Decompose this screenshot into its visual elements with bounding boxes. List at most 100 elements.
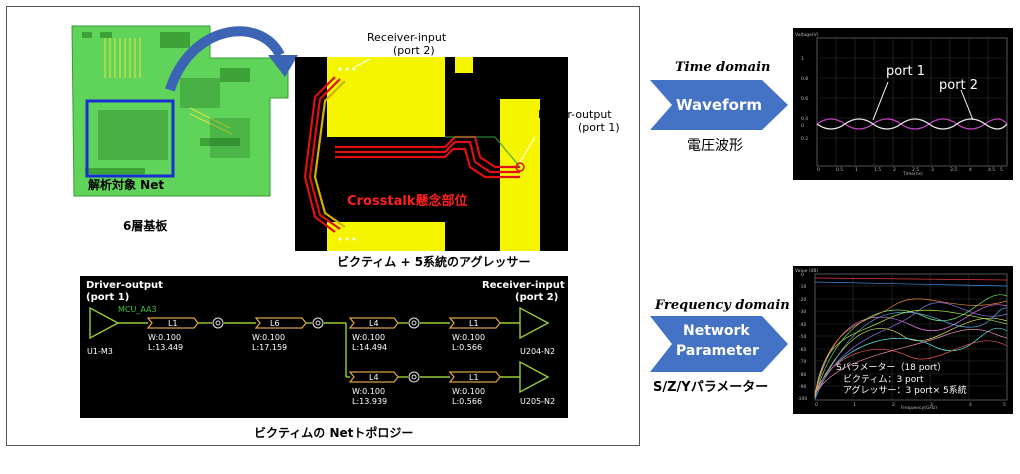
svg-text:-80: -80 xyxy=(799,372,806,378)
segment-top-4 xyxy=(448,317,501,329)
svg-text:0.8: 0.8 xyxy=(801,76,808,82)
zoom-caption: ビクティム + 5系統のアグレッサー xyxy=(337,255,531,269)
topo-driver-label: Driver-output xyxy=(86,280,163,291)
seg-top-1-w: W:0.100 xyxy=(148,333,182,342)
seg-top-2-w: W:0.100 xyxy=(252,333,286,342)
zoom-driver-port: (port 1) xyxy=(578,121,620,134)
svg-text:5: 5 xyxy=(1000,167,1003,173)
receiver-top-symbol xyxy=(519,306,550,340)
svg-text:0: 0 xyxy=(817,167,820,173)
segment-bottom-2 xyxy=(448,371,501,383)
seg-top-4-name: L1 xyxy=(469,319,479,328)
main-frame xyxy=(6,6,640,446)
segment-top-3 xyxy=(348,317,399,329)
svg-text:-40: -40 xyxy=(799,322,806,328)
port2-label: port 2 xyxy=(939,78,979,93)
crosstalk-label: Crosstalk懸念部位 xyxy=(347,194,468,209)
topo-receiver-label: Receiver-input xyxy=(482,280,565,291)
network-arrow-label-2: Parameter xyxy=(676,343,759,359)
seg-bottom-1-l: L:13.939 xyxy=(352,397,388,406)
svg-text:0.6: 0.6 xyxy=(801,96,808,102)
sparam-note-1: Sパラメーター（18 port） xyxy=(836,363,947,373)
zoom-driver-label: Driver-output xyxy=(538,108,612,121)
svg-text:2.5: 2.5 xyxy=(912,167,919,173)
zoom-receiver-label: Receiver-input xyxy=(367,31,447,44)
wave-xlabel: Time(ns) xyxy=(902,171,923,177)
svg-text:4.5: 4.5 xyxy=(988,167,995,173)
topology-panel xyxy=(80,276,568,418)
freq-domain-caption: S/Z/Yパラメーター xyxy=(653,380,769,395)
svg-text:-10: -10 xyxy=(799,284,806,290)
sparam-chart: Value (dB) Frequency(GHz) 0 -10 -20 -30 … xyxy=(793,266,1013,414)
time-domain-heading: Time domain xyxy=(675,60,771,75)
seg-top-3-l: L:14.494 xyxy=(352,343,388,352)
dest-top-id: U204-N2 xyxy=(520,347,556,356)
waveform-arrow xyxy=(650,80,788,130)
svg-text:0.2: 0.2 xyxy=(801,136,808,142)
sparam-note-2: ビクティム：3 port xyxy=(843,375,924,385)
svg-text:0: 0 xyxy=(815,402,818,408)
seg-bottom-2-l: L:0.566 xyxy=(452,397,483,406)
svg-text:0: 0 xyxy=(801,272,804,278)
wave-ylabel: Voltage(V) xyxy=(795,32,819,38)
seg-top-3-name: L4 xyxy=(369,319,379,328)
svg-text:3.5: 3.5 xyxy=(950,167,957,173)
svg-text:0.4: 0.4 xyxy=(801,116,808,122)
svg-text:-20: -20 xyxy=(799,297,806,303)
svg-text:-60: -60 xyxy=(799,347,806,353)
sparam-xlabel: Frequency(GHz) xyxy=(901,405,937,411)
driver-symbol xyxy=(89,306,120,340)
seg-top-4-l: L:0.566 xyxy=(452,343,483,352)
board-caption: 6層基板 xyxy=(123,219,168,233)
seg-bottom-1-w: W:0.100 xyxy=(352,387,386,396)
zoom-receiver-port: (port 2) xyxy=(393,44,435,57)
svg-text:-70: -70 xyxy=(799,359,806,365)
topo-receiver-port: (port 2) xyxy=(515,292,559,303)
receiver-bottom-symbol xyxy=(519,360,550,394)
waveform-arrow-label: Waveform xyxy=(676,96,762,114)
seg-top-2-l: L:17.159 xyxy=(252,343,288,352)
svg-text:4: 4 xyxy=(969,402,972,408)
topology-diagram xyxy=(89,306,550,394)
zoom-curved-arrow xyxy=(165,26,298,92)
segment-top-2 xyxy=(254,317,307,329)
svg-text:2: 2 xyxy=(893,167,896,173)
topology-caption: ビクティムの Netトポロジー xyxy=(254,426,414,440)
seg-bottom-1-name: L4 xyxy=(369,373,379,382)
topo-net-name: MCU_AA3 xyxy=(118,305,157,314)
seg-top-1-l: L:13.449 xyxy=(148,343,184,352)
svg-text:1: 1 xyxy=(801,56,804,62)
svg-text:3: 3 xyxy=(930,402,933,408)
sparam-ylabel: Value (dB) xyxy=(795,268,818,274)
svg-text:3: 3 xyxy=(931,167,934,173)
freq-domain-heading: Frequency domain xyxy=(655,298,790,313)
sparam-note-3: アグレッサー：3 port× 5系統 xyxy=(843,386,967,396)
svg-text:1.5: 1.5 xyxy=(874,167,881,173)
svg-text:-30: -30 xyxy=(799,309,806,315)
svg-text:2: 2 xyxy=(892,402,895,408)
svg-text:1: 1 xyxy=(855,167,858,173)
port1-label: port 1 xyxy=(886,64,926,79)
svg-text:-90: -90 xyxy=(799,384,806,390)
svg-text:4: 4 xyxy=(969,167,972,173)
target-net-label: 解析対象 Net xyxy=(88,178,165,192)
time-domain-caption: 電圧波形 xyxy=(687,138,743,154)
seg-top-2-name: L6 xyxy=(270,319,280,328)
svg-text:5: 5 xyxy=(1003,402,1006,408)
svg-text:0.5: 0.5 xyxy=(836,167,843,173)
pcb-zoom-image xyxy=(295,57,568,251)
topo-driver-port: (port 1) xyxy=(86,292,130,303)
segment-top-1 xyxy=(146,317,199,329)
network-arrow-label-1: Network xyxy=(683,323,750,339)
seg-top-1-name: L1 xyxy=(168,319,178,328)
seg-bottom-2-w: W:0.100 xyxy=(452,387,486,396)
svg-text:0: 0 xyxy=(801,123,804,129)
network-parameter-arrow xyxy=(650,316,788,372)
segment-bottom-1 xyxy=(348,371,399,383)
pcb-board-image xyxy=(71,25,289,197)
seg-bottom-2-name: L1 xyxy=(469,373,479,382)
source-id: U1-M3 xyxy=(87,347,113,356)
svg-text:1: 1 xyxy=(853,402,856,408)
svg-text:-50: -50 xyxy=(799,334,806,340)
seg-top-3-w: W:0.100 xyxy=(352,333,386,342)
